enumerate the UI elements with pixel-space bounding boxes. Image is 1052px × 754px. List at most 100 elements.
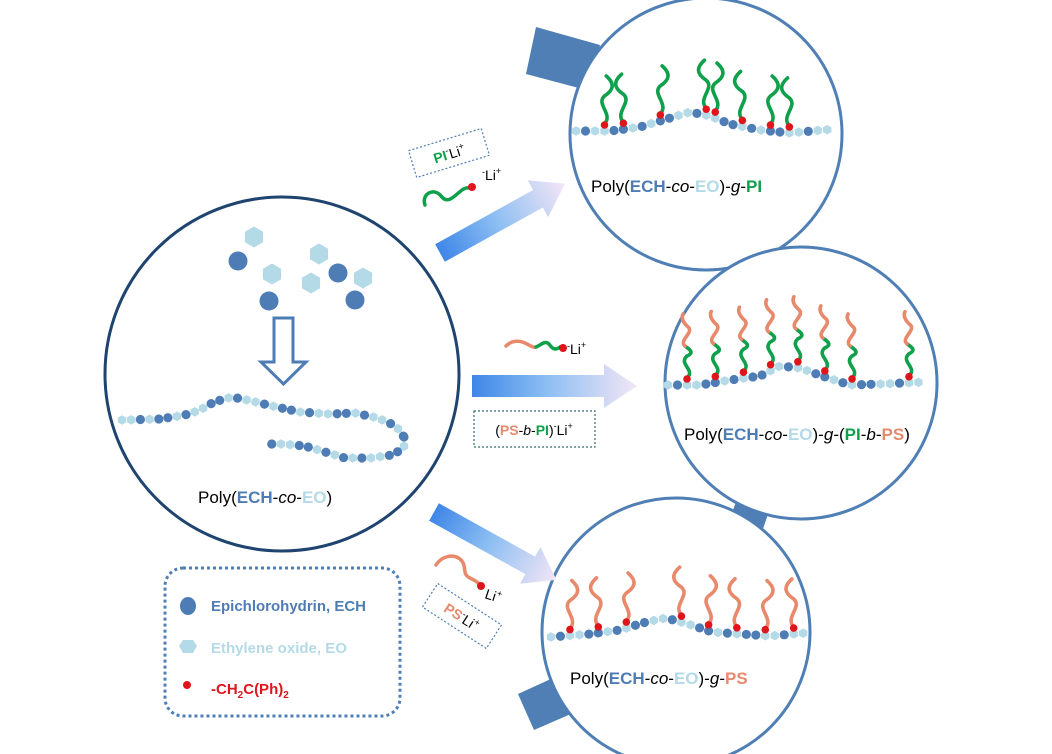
ech-bead [584, 629, 594, 639]
ech-bead [154, 414, 164, 424]
ech-bead [775, 127, 785, 137]
eo-bead [323, 409, 333, 419]
ech-bead [357, 453, 367, 463]
ech-bead [748, 372, 758, 382]
eo-bead [224, 393, 233, 403]
eo-bead [677, 617, 686, 627]
pi-graft-chain [656, 64, 670, 116]
end-group-dot [704, 621, 713, 629]
eo-bead [785, 128, 794, 138]
eo-bead [720, 376, 729, 386]
pi-block-chain [766, 329, 777, 366]
ech-bead [399, 432, 409, 442]
ps-block-chain [791, 294, 803, 331]
eo-bead [761, 630, 770, 641]
ech-bead [694, 623, 705, 633]
end-group-dot [702, 105, 711, 114]
reagent-pips-box: (PS-b-PI)-Li+ [473, 410, 596, 448]
eo-bead [885, 378, 895, 389]
eo-bead [829, 375, 838, 385]
eo-bead [904, 377, 914, 388]
ech-bead [277, 403, 288, 413]
ech-bead [341, 408, 351, 418]
pi-block-chain [847, 344, 858, 380]
ech-bead [215, 395, 225, 406]
eo-bead [663, 380, 673, 390]
pi-graft-chain [732, 69, 747, 122]
product-pi-b-ps-label: Poly(ECH-co-EO)-g-(PI-b-PS) [684, 425, 910, 444]
ech-bead [728, 120, 738, 130]
eo-bead [242, 395, 251, 405]
end-group-dot [794, 357, 802, 366]
eo-bead [702, 110, 711, 120]
svg-text:PS-Li+: PS-Li+ [441, 599, 482, 634]
eo-bead [286, 439, 295, 450]
ech-bead [692, 108, 702, 118]
ech-bead [664, 113, 675, 123]
ech-monomer [259, 291, 279, 311]
ech-bead [321, 447, 331, 457]
eo-bead [172, 411, 182, 422]
ps-graft-chain [672, 565, 686, 618]
eo-bead [369, 412, 378, 422]
legend-end-group-label: -CH2C(Ph)2 [211, 681, 289, 701]
pi-graft-chain [696, 58, 711, 111]
legend-ech-symbol [180, 597, 196, 615]
product-pi-b-ps-graft [663, 294, 923, 390]
eo-monomer [262, 263, 282, 285]
eo-bead [789, 629, 798, 639]
ps-block-chain [708, 309, 720, 346]
eo-bead [914, 377, 923, 388]
ech-bead [637, 121, 647, 131]
reagent-pi-li-box: PI-Li+ [407, 127, 491, 179]
end-group-dot [566, 625, 574, 634]
legend-end-group-symbol [183, 681, 191, 689]
ps-graft-chain [565, 578, 580, 631]
ech-bead [303, 442, 313, 452]
eo-bead [296, 407, 305, 417]
ech-bead [286, 405, 296, 415]
ech-bead [655, 116, 665, 126]
ech-bead [163, 413, 173, 423]
eo-monomer [309, 243, 329, 265]
end-group-dot [789, 624, 798, 632]
arrow-to-ps [429, 503, 557, 584]
ps-block-chain [902, 309, 914, 346]
arrow-to-pi-b-ps [472, 364, 637, 408]
pi-graft-chain [710, 61, 725, 113]
ech-bead [729, 374, 739, 385]
svg-text:(PS-b-PI)-Li+: (PS-b-PI)-Li+ [495, 421, 573, 438]
ech-bead [206, 399, 216, 409]
ech-bead [672, 380, 683, 390]
svg-text:PI-Li+: PI-Li+ [431, 141, 467, 167]
end-group-dot [594, 623, 603, 631]
ech-bead [701, 379, 711, 389]
ech-bead [765, 126, 776, 136]
pi-graft-chain [779, 76, 794, 128]
eo-bead [847, 380, 857, 390]
eo-bead [732, 629, 741, 639]
eo-bead [793, 363, 802, 373]
eo-bead [686, 620, 695, 630]
ech-bead [866, 379, 876, 389]
svg-text:-Li+: -Li+ [567, 340, 586, 357]
svg-text:-Li+: -Li+ [482, 166, 501, 183]
legend-ech-label: Epichlorohydrin, ECH [211, 598, 366, 615]
end-group-dot [761, 625, 770, 634]
eo-monomer [353, 267, 373, 289]
ech-bead [667, 615, 677, 625]
eo-bead [378, 415, 387, 425]
legend-eo-symbol [179, 640, 197, 653]
ech-bead [751, 630, 761, 640]
eo-bead [774, 361, 784, 372]
ech-bead [757, 370, 767, 380]
ech-bead [593, 628, 603, 638]
eo-bead [876, 379, 885, 389]
ps-block-chain [818, 304, 830, 340]
ech-bead [783, 362, 794, 372]
ech-bead [719, 117, 729, 127]
end-group-dot [711, 108, 720, 116]
eo-bead [823, 124, 832, 135]
eo-bead [766, 365, 775, 376]
